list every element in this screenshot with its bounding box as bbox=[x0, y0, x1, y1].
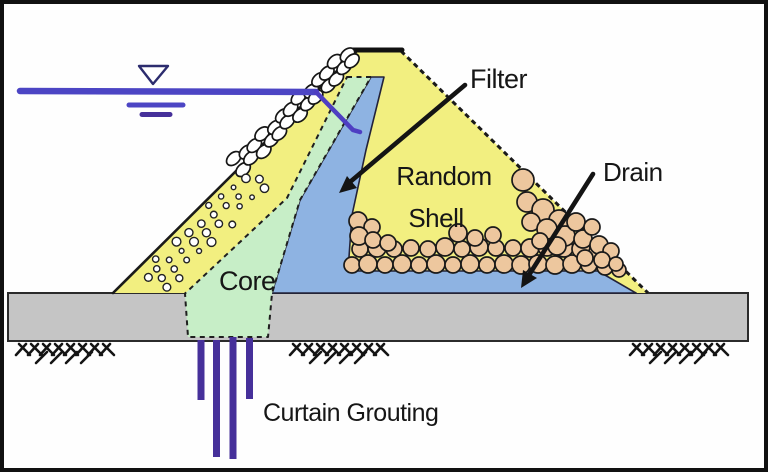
shell-pebbles bbox=[143, 173, 270, 292]
core-zone bbox=[184, 76, 372, 338]
ground-hatching bbox=[14, 342, 730, 365]
filter-label: Filter bbox=[470, 64, 528, 94]
random-shell-label-line2: Shell bbox=[408, 203, 463, 233]
drain-label: Drain bbox=[603, 157, 663, 187]
curtain-grouting-lines bbox=[197, 337, 253, 459]
core-label: Core bbox=[219, 266, 276, 296]
random-shell-zone bbox=[113, 51, 648, 293]
curtain-grouting-label: Curtain Grouting bbox=[263, 399, 438, 427]
random-shell-label-line1: Random bbox=[396, 161, 491, 191]
seepage-line bbox=[313, 89, 363, 135]
riprap-rocks bbox=[225, 47, 360, 178]
drain-rocks bbox=[343, 168, 627, 278]
foundation bbox=[7, 292, 749, 342]
water-surface-line bbox=[16, 87, 320, 96]
filter-arrow bbox=[339, 82, 468, 193]
water-level-icon bbox=[137, 64, 170, 86]
drain-arrow bbox=[521, 171, 596, 288]
